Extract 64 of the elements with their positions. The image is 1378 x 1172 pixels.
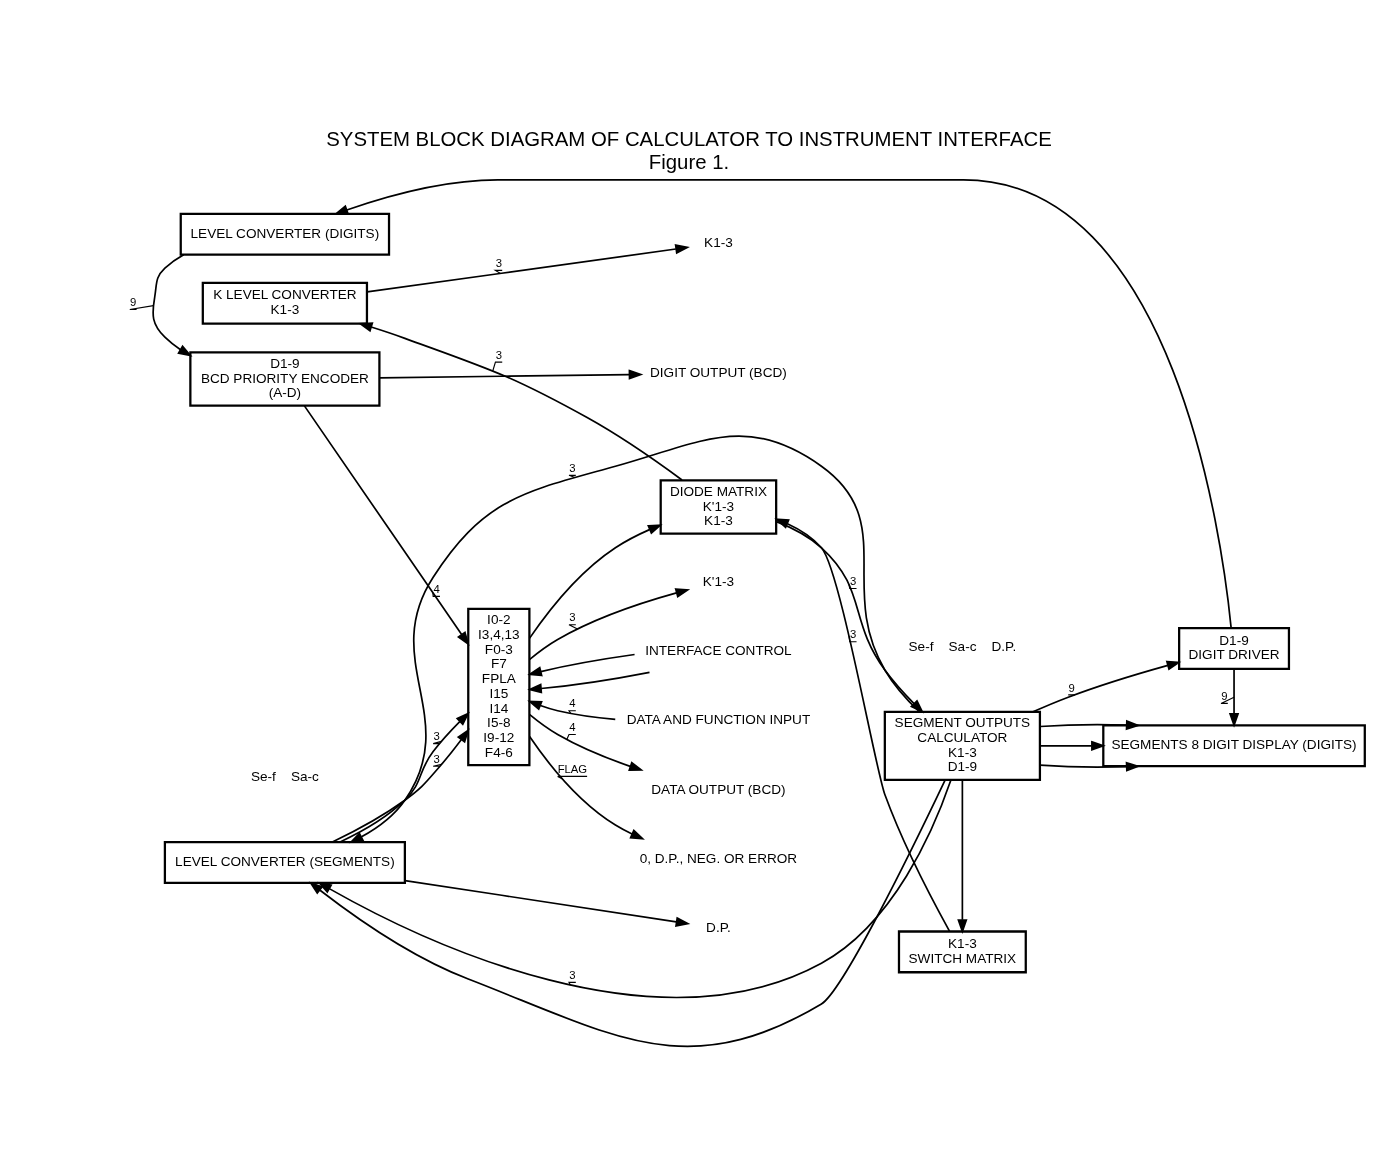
arrow <box>378 369 644 380</box>
arrow <box>333 179 1232 629</box>
node-label: Se-f Sa-c <box>250 769 319 785</box>
arrow <box>1039 740 1106 751</box>
node-text: K1-3 <box>704 234 733 250</box>
node-text: DATA OUTPUT (BCD) <box>651 781 786 797</box>
node-box: D1-9 BCD PRIORITY ENCODER (A-D) <box>189 351 381 407</box>
arrow <box>957 779 968 934</box>
arrow <box>528 713 644 772</box>
edge-label: 3 <box>495 257 502 270</box>
arrow <box>528 524 663 640</box>
node-label: Se-f Sa-c D.P. <box>908 638 1017 654</box>
arrow <box>527 653 636 677</box>
node-text: DATA AND FUNCTION INPUT <box>626 712 811 728</box>
edge-label: 3 <box>433 730 440 743</box>
arrow <box>528 588 691 661</box>
arrow <box>404 879 691 927</box>
edge-label: 4 <box>433 583 440 596</box>
edge-label: 9 <box>1221 690 1228 703</box>
node-box: SEGMENTS 8 DIGIT DISPLAY (DIGITS) <box>1102 724 1366 768</box>
node-text: INTERFACE CONTROL <box>645 643 792 659</box>
node-box: K LEVEL CONVERTER K1-3 <box>201 281 369 325</box>
caption: Figure 1. <box>648 151 730 173</box>
edge-label: 3 <box>569 969 576 982</box>
arrow <box>527 700 617 721</box>
edge-label: 3 <box>569 461 576 474</box>
diagram-title: SYSTEM BLOCK DIAGRAM OF CALCULATOR TO INSTRUMENT INTERFACE <box>326 128 1052 151</box>
node-box: SEGMENT OUTPUTS CALCULATOR K1-3 D1-9 <box>883 710 1042 781</box>
arrow <box>308 779 946 1047</box>
arrow <box>339 711 470 843</box>
edge-label: 3 <box>569 611 576 624</box>
edge-label: 3 <box>495 348 502 361</box>
edge-label: 9 <box>130 296 137 309</box>
node-box: LEVEL CONVERTER (DIGITS) <box>179 212 391 256</box>
node-box: D1-9 DIGIT DRIVER <box>1178 627 1291 670</box>
node-box: LEVEL CONVERTER (SEGMENTS) <box>163 840 406 884</box>
edge-label: 9 <box>1068 681 1075 694</box>
arrow <box>527 671 651 694</box>
node-box: K1-3 SWITCH MATRIX <box>897 930 1027 974</box>
edge-label: 4 <box>569 721 576 734</box>
node-text: 0, D.P., NEG. OR ERROR <box>639 850 798 866</box>
arrow <box>528 735 645 840</box>
arrow <box>1039 761 1141 772</box>
node-text: DIGIT OUTPUT (BCD) <box>650 364 787 380</box>
arrow <box>317 779 952 998</box>
arrow <box>331 728 470 843</box>
arrow <box>1220 668 1240 728</box>
arrow <box>348 435 921 844</box>
node-text: K'1-3 <box>702 574 735 590</box>
arrow <box>366 243 690 293</box>
arrow <box>1032 660 1182 713</box>
edge-label: 3 <box>849 628 857 641</box>
node-text: D.P. <box>706 919 731 935</box>
edge-label: FLAG <box>557 763 588 776</box>
edge-label: 3 <box>433 752 440 765</box>
edge-label: 3 <box>849 575 857 588</box>
arrow <box>775 520 925 714</box>
node-box: I0-2 I3,4,13 F0-3 F7 FPLA I15 I14 I5-8 I9-12 F4-6 <box>467 607 531 767</box>
arrow <box>303 405 470 647</box>
edge-label: 4 <box>569 697 576 710</box>
arrow <box>1039 719 1141 731</box>
arrow <box>774 518 951 932</box>
arrow <box>129 253 193 357</box>
node-box: DIODE MATRIX K'1-3 K1-3 <box>659 479 778 535</box>
